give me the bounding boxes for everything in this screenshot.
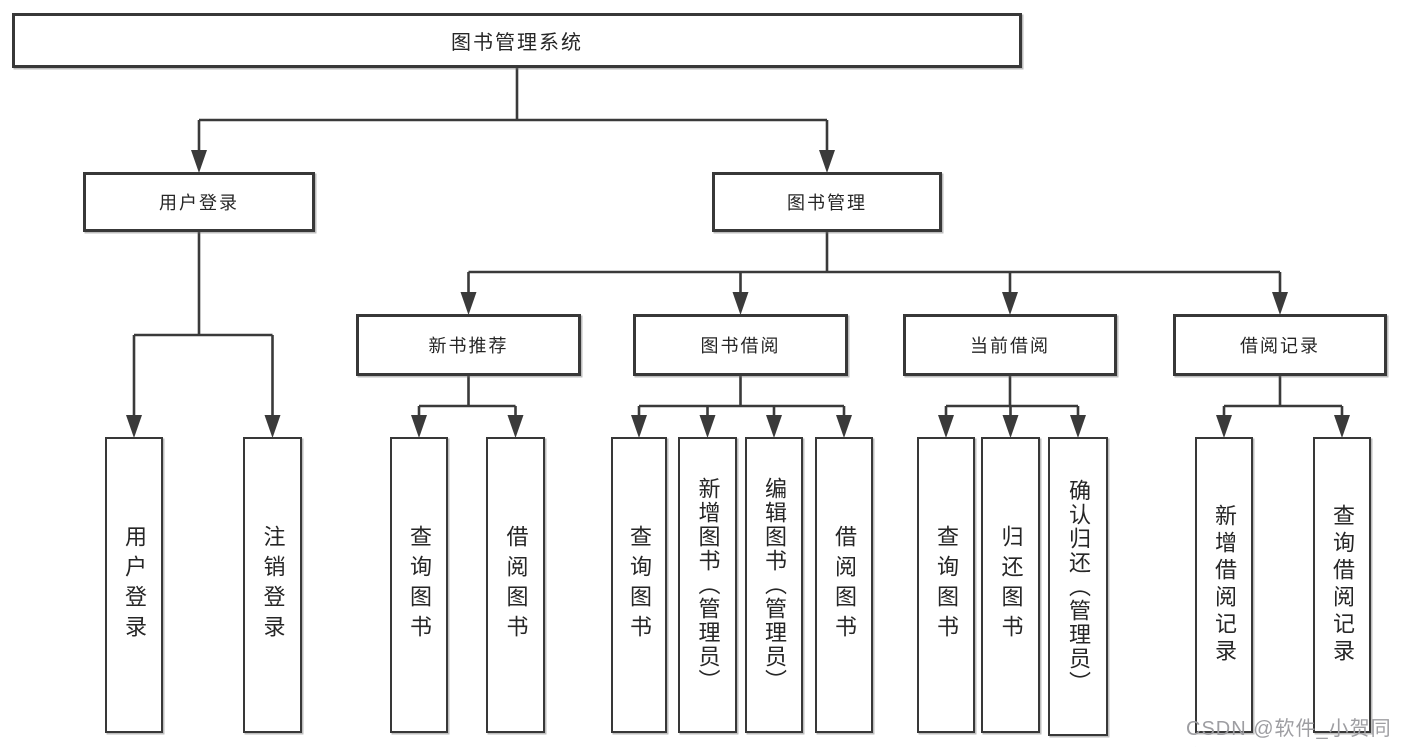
connector-book-management-children	[460, 232, 1288, 315]
leaf-cb-query-books: 查询图书	[917, 437, 975, 733]
leaf-logout-login: 注销登录	[243, 437, 302, 733]
leaf-bb-edit-books-admin: 编辑图书（管理员）	[745, 437, 803, 733]
connector-user-login-children	[126, 232, 281, 438]
connector-current-borrowing-children	[938, 376, 1086, 438]
connector-new-book-recommend-children	[411, 376, 524, 438]
leaf-br-add-record: 新增借阅记录	[1195, 437, 1253, 733]
leaf-bb-borrow-books: 借阅图书	[815, 437, 873, 733]
leaf-nbr-query-books: 查询图书	[390, 437, 448, 733]
leaf-nbr-borrow-books: 借阅图书	[486, 437, 545, 733]
leaf-cb-return-books: 归还图书	[981, 437, 1040, 733]
node-book-borrowing: 图书借阅	[633, 314, 848, 376]
node-root-system: 图书管理系统	[12, 13, 1022, 68]
node-book-management: 图书管理	[712, 172, 942, 232]
csdn-watermark: CSDN @软件_小贺同学	[1186, 718, 1392, 740]
node-user-login: 用户登录	[83, 172, 315, 232]
leaf-user-login: 用户登录	[105, 437, 163, 733]
leaf-bb-add-books-admin: 新增图书（管理员）	[678, 437, 737, 733]
connector-root-to-level2	[191, 68, 835, 173]
leaf-cb-confirm-return-admin: 确认归还（管理员）	[1048, 437, 1108, 736]
node-current-borrowing: 当前借阅	[903, 314, 1117, 376]
node-borrowing-records: 借阅记录	[1173, 314, 1387, 376]
leaf-bb-query-books: 查询图书	[611, 437, 667, 733]
node-new-book-recommend: 新书推荐	[356, 314, 581, 376]
connector-borrowing-records-children	[1216, 376, 1350, 438]
connector-book-borrowing-children	[631, 376, 852, 438]
leaf-br-query-record: 查询借阅记录	[1313, 437, 1371, 733]
